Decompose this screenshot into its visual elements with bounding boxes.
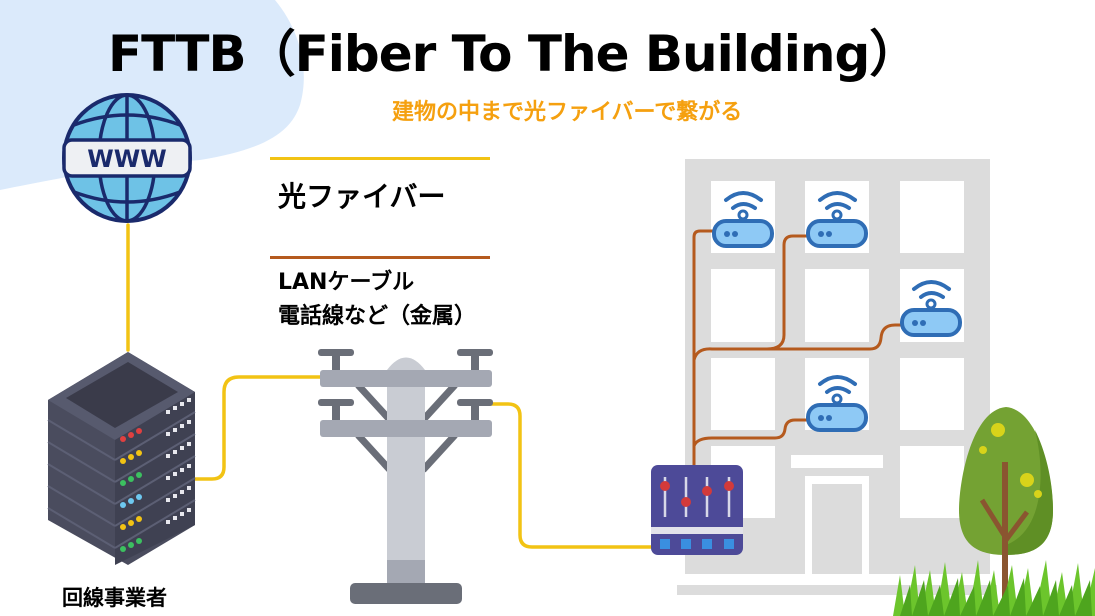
page-title: FTTB（Fiber To The Building） (108, 25, 919, 83)
fiber-pole-to-switch (488, 402, 654, 549)
legend-fiber-label: 光ファイバー (278, 180, 446, 213)
metal-to-router-2 (692, 234, 808, 362)
legend-metal-label-line1: LANケーブル (278, 270, 415, 295)
page-subtitle: 建物の中まで光ファイバーで繋がる (392, 100, 743, 125)
server-rack-icon (47, 352, 196, 565)
globe-www-label: WWW (87, 145, 166, 173)
tree-icon (959, 407, 1053, 600)
wifi-router-icon (900, 280, 962, 337)
wifi-router-icon (806, 375, 868, 432)
metal-trunk (692, 229, 714, 468)
server-status-leds (120, 428, 142, 552)
legend-metal-swatch (270, 256, 490, 259)
legend-metal-label-line2: 電話線など（金属） (278, 304, 477, 329)
utility-pole-icon (318, 349, 493, 604)
network-switch-icon (651, 465, 743, 555)
legend-fiber-swatch (270, 157, 490, 160)
metal-to-router-3 (758, 323, 904, 351)
server-vents (166, 398, 191, 524)
fiber-cables (126, 223, 654, 549)
wifi-router-icon (712, 191, 774, 248)
metal-to-router-4 (692, 418, 808, 448)
grass-icon (893, 560, 1095, 616)
wifi-router-icon (806, 191, 868, 248)
provider-label: 回線事業者 (62, 586, 167, 610)
fiber-provider-to-pole (192, 375, 324, 481)
metal-cables (692, 229, 904, 468)
globe-www-icon (62, 93, 192, 223)
